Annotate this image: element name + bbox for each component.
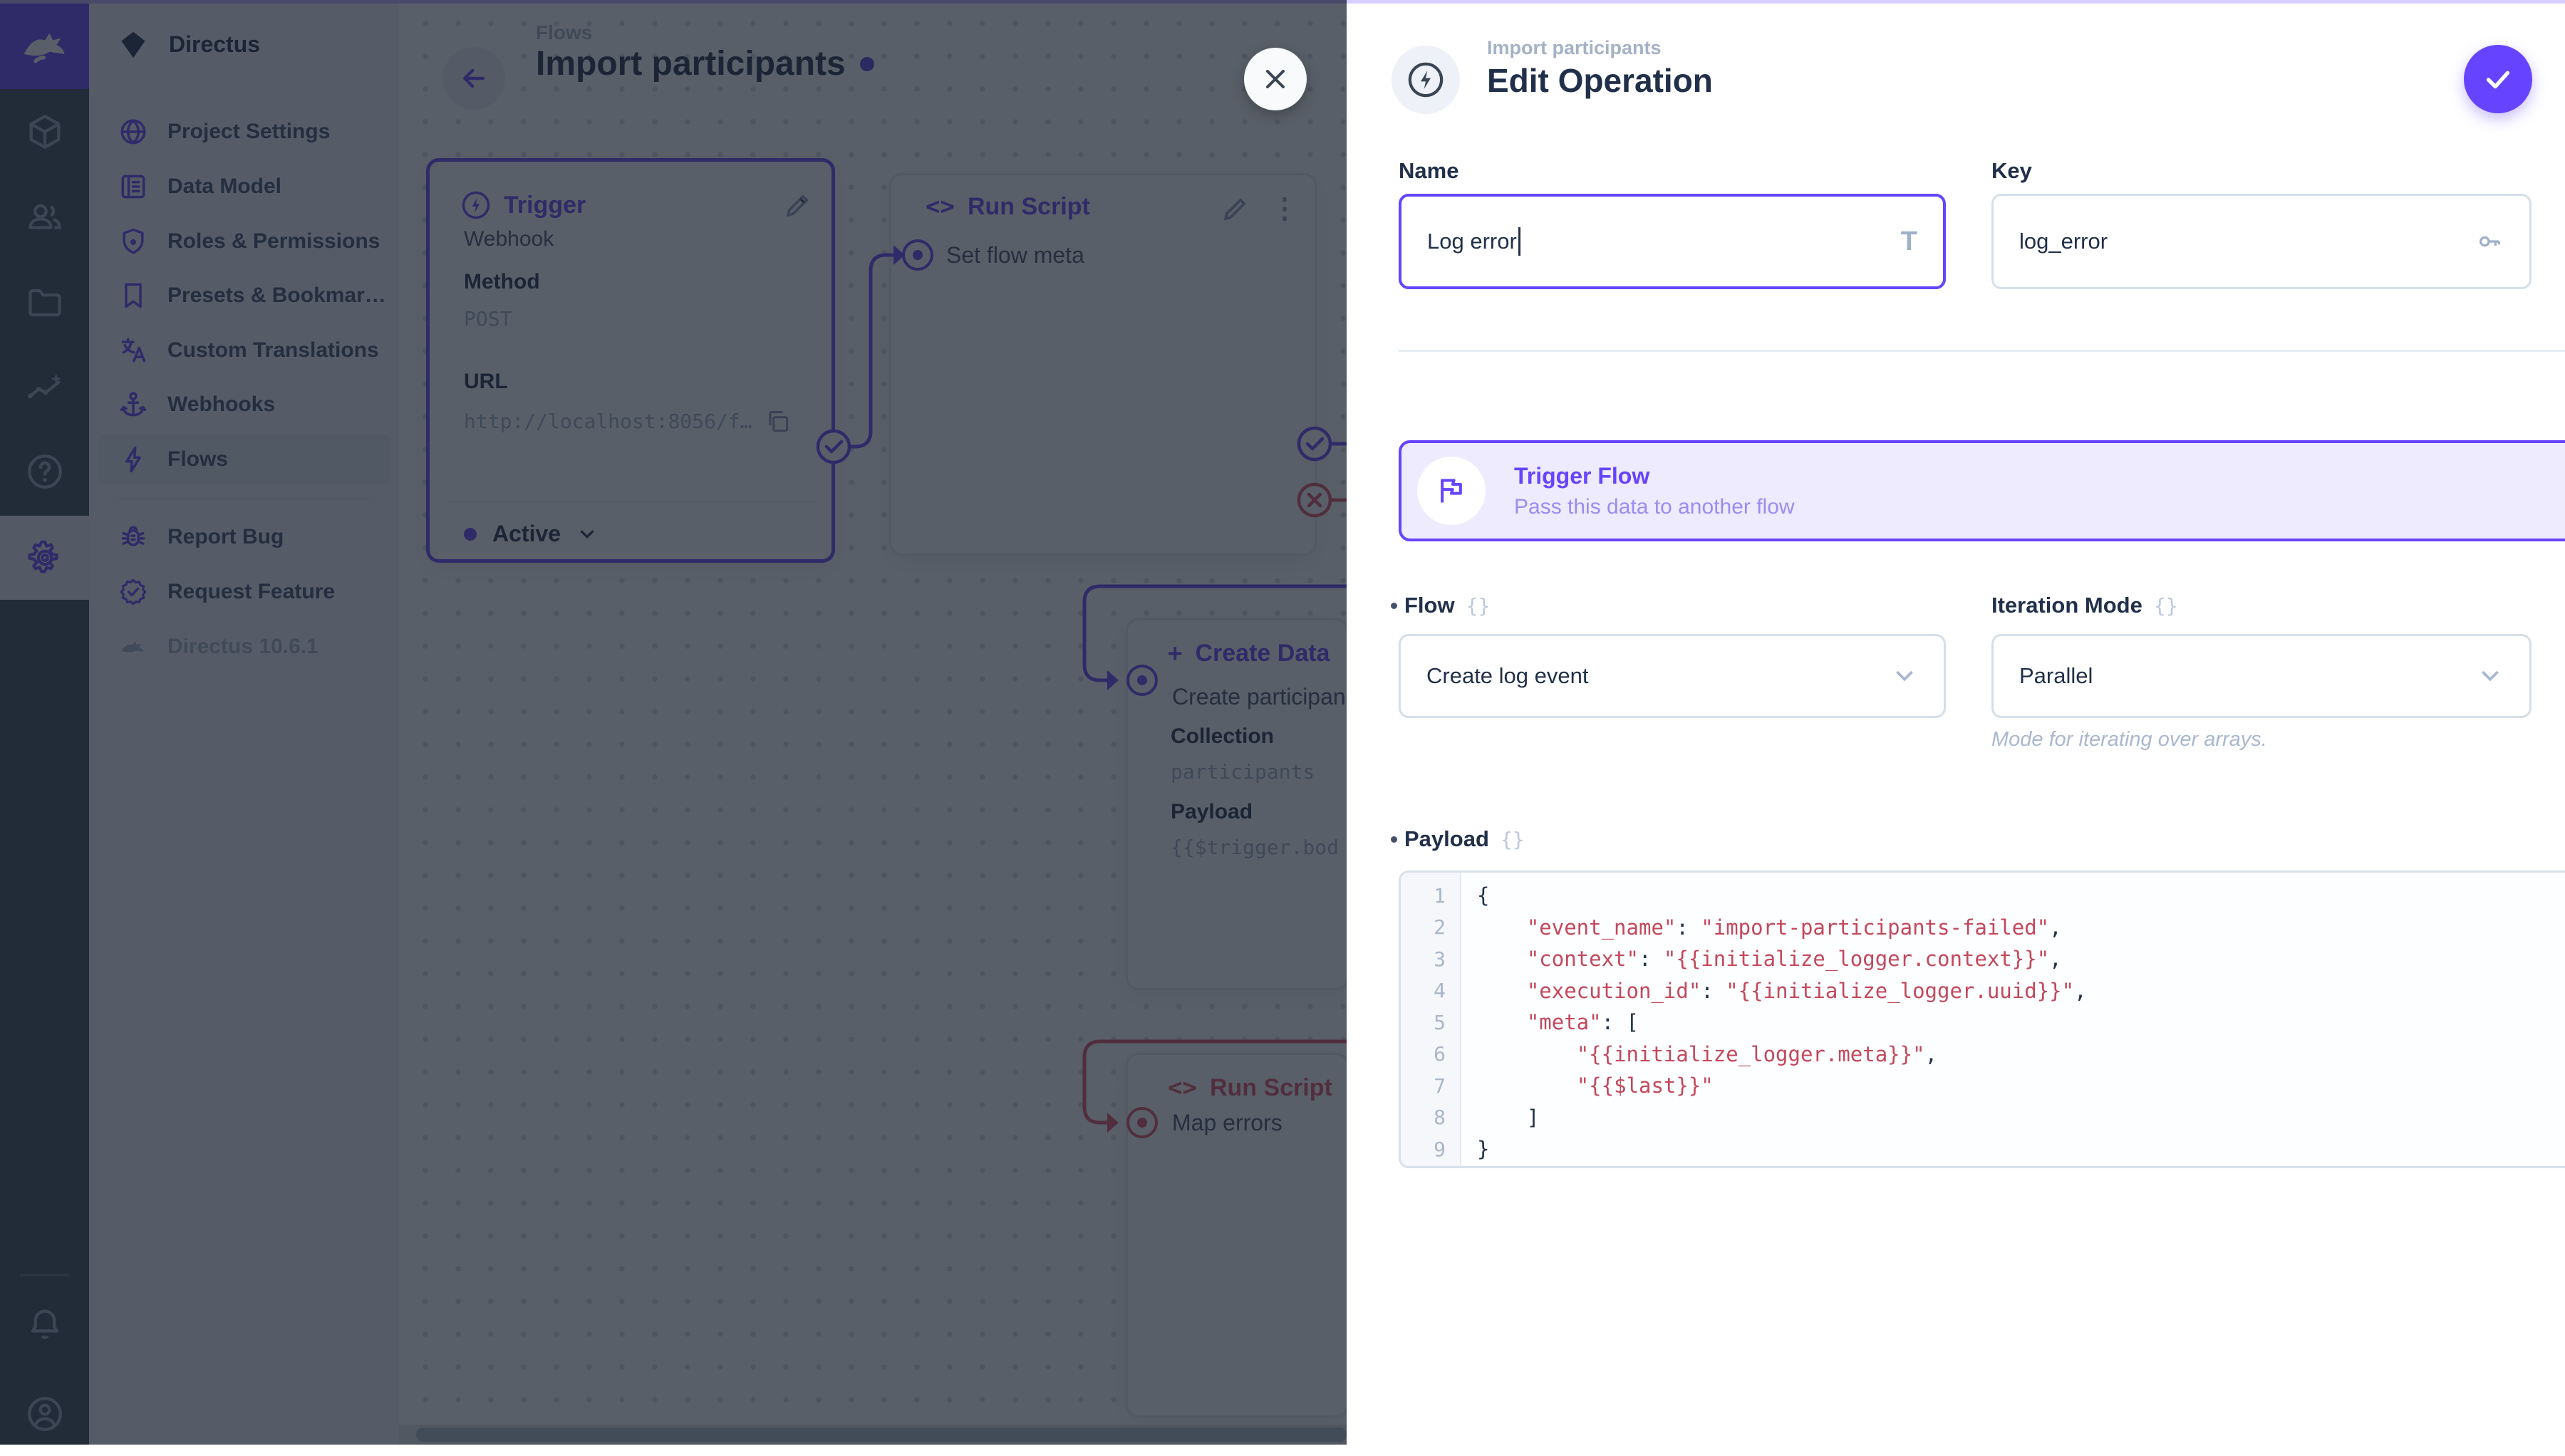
text-caret <box>1518 227 1520 256</box>
close-icon <box>1260 63 1291 95</box>
raw-value-icon[interactable]: {} <box>2154 594 2178 618</box>
code-line: 4 "execution_id": "{{initialize_logger.u… <box>1401 975 2565 1007</box>
line-source: "execution_id": "{{initialize_logger.uui… <box>1477 979 2087 1003</box>
close-drawer-button[interactable] <box>1244 48 1307 110</box>
line-source: "{{initialize_logger.meta}}", <box>1477 1042 1937 1066</box>
line-number: 2 <box>1401 915 1446 939</box>
line-source: { <box>1477 883 1489 908</box>
raw-value-icon[interactable]: {} <box>1501 828 1525 851</box>
circled-bolt-icon <box>1406 60 1446 100</box>
line-number: 7 <box>1401 1074 1446 1098</box>
section-divider <box>1399 350 2565 352</box>
save-button[interactable] <box>2464 45 2532 113</box>
code-line: 1{ <box>1401 880 2565 912</box>
name-input[interactable]: Log error T <box>1399 194 1946 289</box>
line-source: "{{$last}}" <box>1477 1073 1714 1098</box>
code-line: 9} <box>1401 1133 2565 1165</box>
chevron-down-icon <box>1891 662 1918 690</box>
key-icon <box>2475 227 2504 256</box>
drawer-accent-bar <box>1347 0 2565 4</box>
code-line: 5 "meta": [ <box>1401 1007 2565 1039</box>
raw-value-icon[interactable]: {} <box>1466 594 1491 618</box>
line-number: 3 <box>1401 947 1446 971</box>
iteration-mode-label: Iteration Mode {} <box>1991 593 2178 618</box>
payload-label: Payload {} <box>1391 826 1525 852</box>
banner-subtitle: Pass this data to another flow <box>1514 495 2565 519</box>
line-number: 8 <box>1401 1106 1446 1129</box>
code-line: 2 "event_name": "import-participants-fai… <box>1401 912 2565 944</box>
iteration-mode-select[interactable]: Parallel <box>1991 634 2532 718</box>
flow-select[interactable]: Create log event <box>1399 634 1946 718</box>
title-case-icon: T <box>1901 227 1917 257</box>
chevron-down-icon <box>2477 662 2504 690</box>
line-number: 6 <box>1401 1042 1446 1066</box>
trigger-flow-banner[interactable]: Trigger Flow Pass this data to another f… <box>1399 440 2565 541</box>
drawer-dim-overlay[interactable] <box>0 0 1347 1445</box>
banner-texts: Trigger Flow Pass this data to another f… <box>1514 463 2565 519</box>
banner-title: Trigger Flow <box>1514 463 2565 489</box>
drawer-title: Edit Operation <box>1487 61 1713 100</box>
name-label: Name <box>1399 158 1458 184</box>
required-dot <box>1391 603 1397 609</box>
drawer-breadcrumb[interactable]: Import participants <box>1487 37 1662 59</box>
flow-label: Flow {} <box>1391 593 1490 618</box>
line-number: 4 <box>1401 979 1446 1002</box>
key-label: Key <box>1991 158 2032 184</box>
line-source: "context": "{{initialize_logger.context}… <box>1477 947 2062 971</box>
line-source: ] <box>1477 1106 1539 1130</box>
code-line: 3 "context": "{{initialize_logger.contex… <box>1401 943 2565 975</box>
edit-operation-drawer: Import participants Edit Operation Name … <box>1347 0 2565 1445</box>
flag-icon <box>1417 457 1486 525</box>
code-line: 6 "{{initialize_logger.meta}}", <box>1401 1039 2565 1071</box>
payload-code-editor[interactable]: 1{2 "event_name": "import-participants-f… <box>1399 870 2565 1168</box>
line-number: 9 <box>1401 1138 1446 1161</box>
check-icon <box>2482 63 2514 95</box>
operation-icon <box>1392 46 1460 114</box>
code-line: 8 ] <box>1401 1102 2565 1134</box>
line-number: 5 <box>1401 1011 1446 1034</box>
code-line: 7 "{{$last}}" <box>1401 1070 2565 1102</box>
line-source: } <box>1477 1137 1489 1161</box>
line-source: "event_name": "import-participants-faile… <box>1477 915 2062 940</box>
key-input[interactable]: log_error <box>1991 194 2532 289</box>
line-number: 1 <box>1401 884 1446 908</box>
required-dot <box>1391 836 1397 843</box>
line-source: "meta": [ <box>1477 1010 1639 1034</box>
iteration-mode-note: Mode for iterating over arrays. <box>1991 728 2267 752</box>
